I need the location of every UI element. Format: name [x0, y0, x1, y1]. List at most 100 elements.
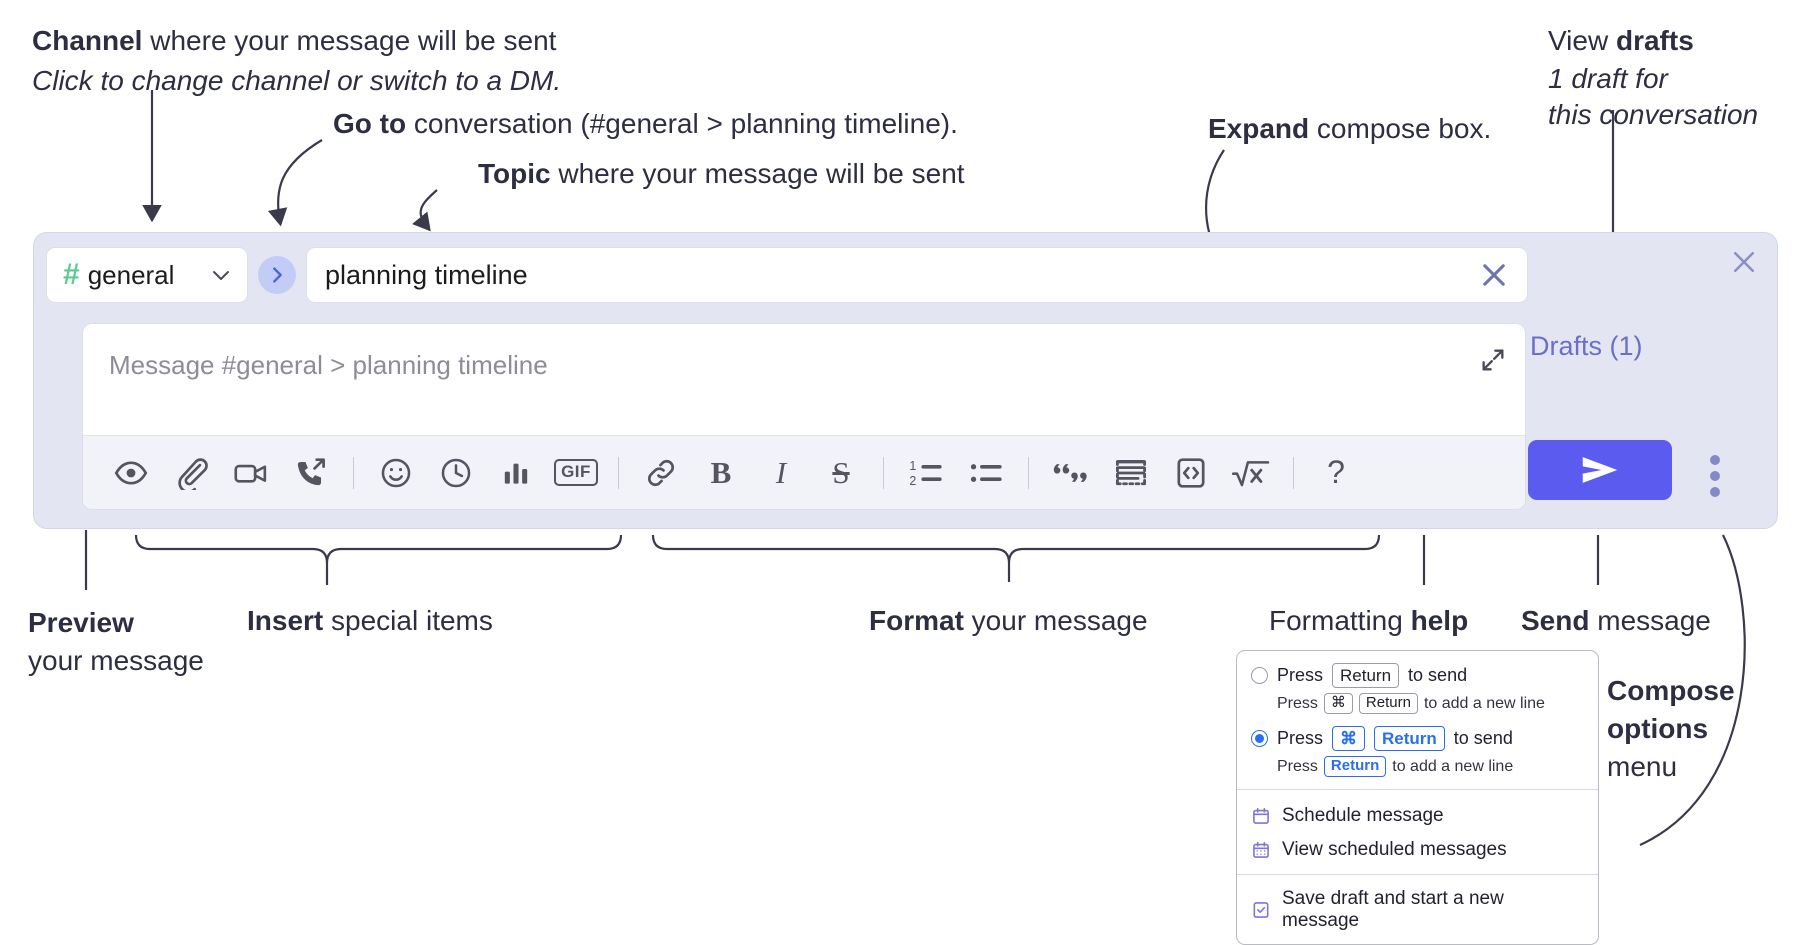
annotation-drafts-italic-1: 1 draft for [1548, 63, 1668, 95]
save-draft-icon [1251, 900, 1271, 920]
annotation-insert-bold: Insert [247, 605, 324, 636]
menu-item-view-scheduled-messages[interactable]: View scheduled messages [1237, 833, 1598, 867]
annotation-help-lead: Formatting [1269, 605, 1411, 636]
key-return: Return [1323, 756, 1387, 777]
gif-label: GIF [554, 459, 598, 486]
menu-item-label: View scheduled messages [1282, 839, 1507, 860]
topic-input[interactable]: planning timeline [306, 247, 1528, 303]
menu-option1-tosend: to send [1408, 665, 1468, 686]
kebab-dot [1710, 471, 1720, 481]
annotation-compose-options-bold-2: options [1607, 712, 1709, 744]
toolbar-separator [618, 456, 619, 489]
poll-icon[interactable] [486, 443, 546, 503]
key-return: Return [1332, 663, 1400, 689]
annotation-channel-italic: Click to change channel or switch to a D… [32, 65, 562, 97]
chevron-down-icon [209, 263, 233, 287]
menu-divider [1237, 789, 1598, 790]
menu-option2-press: Press [1277, 728, 1324, 749]
menu-item-save-draft[interactable]: Save draft and start a new message [1237, 882, 1598, 938]
send-button[interactable] [1528, 440, 1672, 500]
expand-icon[interactable] [1479, 346, 1507, 379]
menu-option2-sub-press: Press [1277, 757, 1318, 775]
annotation-expand-rest: compose box. [1309, 113, 1492, 144]
message-input-box[interactable]: Message #general > planning timeline [82, 323, 1526, 510]
annotation-drafts-bold: drafts [1615, 25, 1694, 56]
channel-name: general [87, 259, 175, 290]
annotation-format-rest: your message [963, 605, 1148, 636]
annotation-send-bold: Send [1521, 605, 1590, 636]
close-icon[interactable] [1729, 247, 1759, 277]
inline-code-icon[interactable] [1161, 443, 1221, 503]
svg-text:2: 2 [909, 473, 916, 487]
annotation-drafts-italic-2: this conversation [1548, 99, 1759, 131]
annotation-topic: Topic where your message will be sent [478, 157, 965, 191]
menu-item-label: Schedule message [1282, 805, 1444, 826]
radio-cmd-return-to-send[interactable] [1251, 730, 1268, 748]
key-return: Return [1374, 726, 1445, 752]
blockquote-icon[interactable] [1041, 443, 1101, 503]
goto-conversation-button[interactable] [258, 256, 296, 294]
annotation-goto: Go to conversation (#general > planning … [333, 107, 958, 141]
ordered-list-icon[interactable]: 1 2 [896, 443, 956, 503]
key-command: ⌘ [1332, 726, 1366, 752]
annotation-preview: Preview your message [28, 604, 204, 680]
bold-icon[interactable]: B [691, 443, 751, 503]
annotation-preview-rest: your message [28, 644, 204, 676]
toolbar-separator [353, 456, 354, 489]
italic-icon[interactable]: I [751, 443, 811, 503]
topic-value: planning timeline [325, 259, 528, 290]
drafts-link[interactable]: Drafts (1) [1530, 331, 1643, 361]
italic-label: I [775, 454, 787, 490]
video-icon[interactable] [221, 443, 281, 503]
attachment-icon[interactable] [161, 443, 221, 503]
annotation-drafts-lead: View [1548, 25, 1616, 56]
bold-label: B [710, 454, 732, 490]
help-label: ? [1327, 454, 1345, 490]
strikethrough-icon[interactable]: S [811, 443, 871, 503]
channel-selector[interactable]: # general [46, 247, 248, 303]
math-icon[interactable] [1221, 443, 1281, 503]
annotation-channel-rest: where your message will be sent [142, 25, 557, 56]
svg-text:1: 1 [909, 459, 916, 473]
menu-option1-sub-rest: to add a new line [1423, 694, 1545, 712]
emoji-icon[interactable] [366, 443, 426, 503]
annotation-send: Send message [1521, 604, 1711, 638]
kebab-dot [1710, 487, 1720, 497]
annotation-topic-rest: where your message will be sent [550, 158, 965, 189]
annotation-channel: Channel where your message will be sent … [32, 24, 561, 98]
formatting-toolbar: GIF B I S 1 [83, 435, 1525, 509]
annotation-expand-bold: Expand [1208, 113, 1310, 144]
calendar-grid-icon [1251, 840, 1271, 860]
annotation-goto-rest: conversation (#general > planning timeli… [406, 108, 958, 139]
link-icon[interactable] [631, 443, 691, 503]
annotation-format: Format your message [869, 604, 1148, 638]
key-command: ⌘ [1323, 693, 1353, 714]
menu-option1-sub-press: Press [1277, 694, 1318, 712]
toolbar-separator [1028, 456, 1029, 489]
annotation-goto-bold: Go to [333, 108, 407, 139]
message-placeholder: Message #general > planning timeline [109, 350, 548, 380]
code-block-icon[interactable] [1101, 443, 1161, 503]
kebab-dot [1710, 455, 1720, 465]
clock-icon[interactable] [426, 443, 486, 503]
annotation-expand: Expand compose box. [1208, 112, 1491, 146]
annotation-formatting-help: Formatting help [1269, 604, 1468, 638]
menu-option-cmd-return-to-send[interactable]: Press ⌘ Return to send [1237, 724, 1598, 753]
annotation-compose-options-rest: menu [1607, 750, 1678, 782]
compose-panel: # general planning timeline Message #gen… [33, 232, 1778, 529]
menu-item-label: Save draft and start a new message [1282, 888, 1504, 931]
compose-options-button[interactable] [1710, 455, 1720, 497]
annotation-compose-options-bold-1: Compose [1607, 675, 1735, 706]
clear-topic-icon[interactable] [1477, 258, 1511, 292]
annotation-compose-options: Compose options menu [1607, 672, 1735, 785]
bulleted-list-icon[interactable] [956, 443, 1016, 503]
radio-return-to-send[interactable] [1251, 667, 1268, 685]
annotation-insert-rest: special items [323, 605, 493, 636]
menu-divider [1237, 874, 1598, 875]
audio-icon[interactable] [281, 443, 341, 503]
help-icon[interactable]: ? [1306, 443, 1366, 503]
menu-item-schedule-message[interactable]: Schedule message [1237, 799, 1598, 833]
preview-icon[interactable] [101, 443, 161, 503]
gif-icon[interactable]: GIF [546, 443, 606, 503]
menu-option-return-to-send[interactable]: Press Return to send [1237, 661, 1598, 690]
